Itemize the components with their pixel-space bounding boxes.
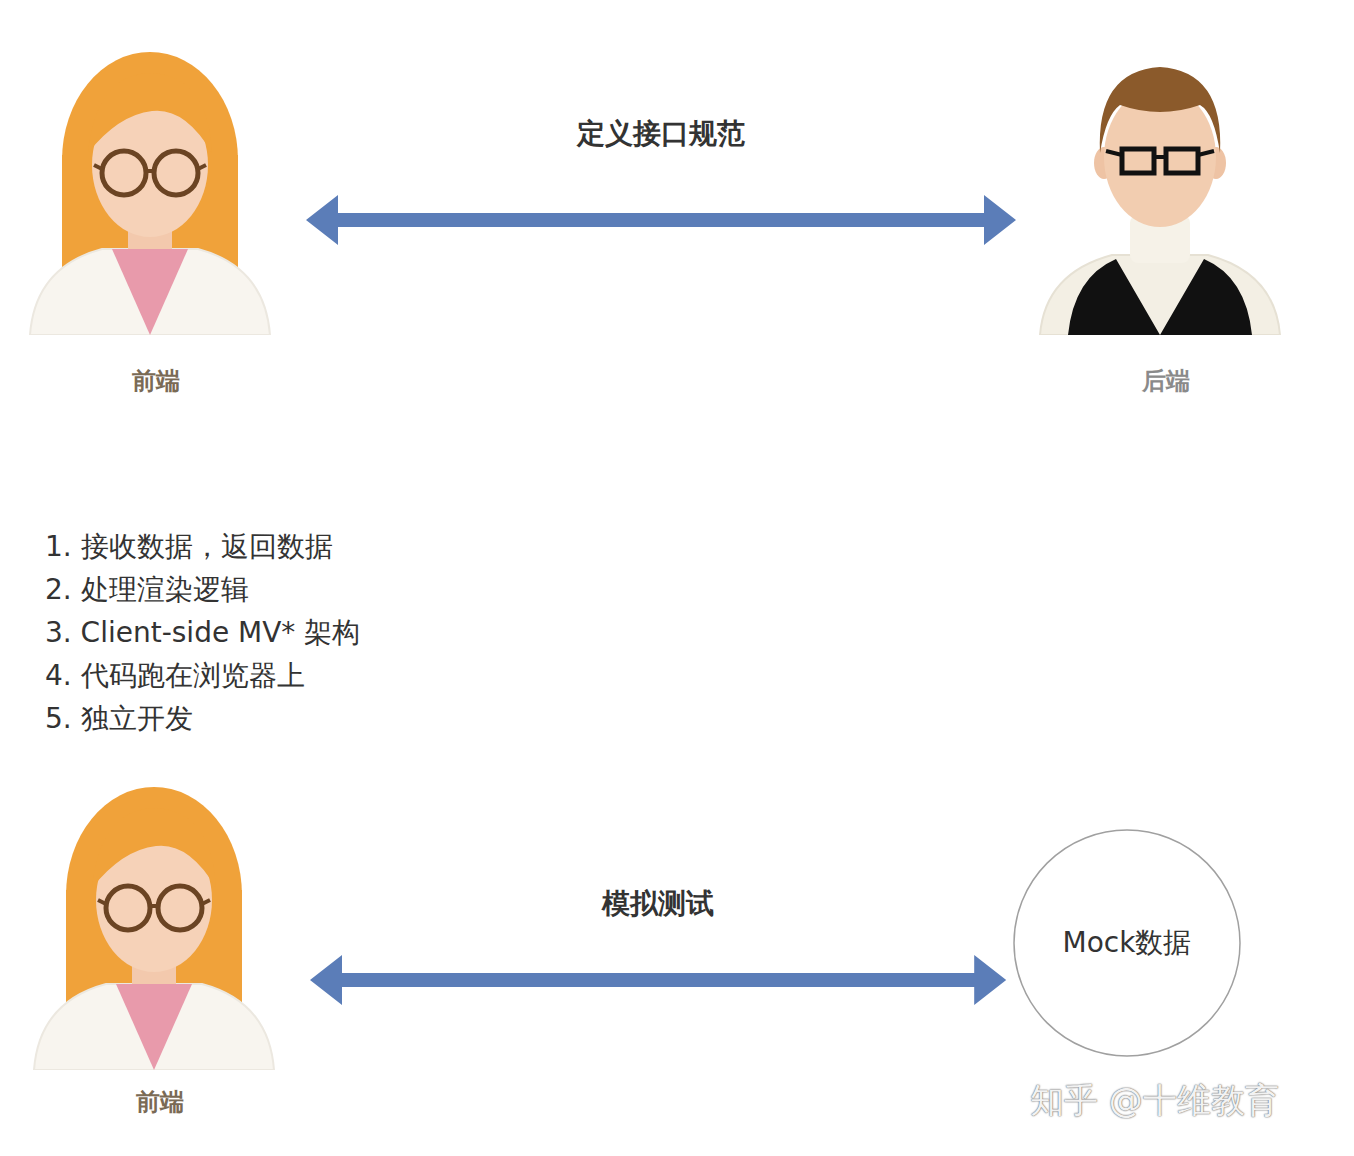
- person-figure: [1030, 35, 1290, 335]
- figure-part: [1122, 149, 1154, 173]
- figure-part: [112, 249, 188, 335]
- edge-label: 模拟测试: [596, 885, 720, 923]
- circle-label: Mock数据: [1012, 924, 1242, 962]
- watermark: 知乎 @十维教育: [1030, 1078, 1279, 1124]
- double-arrow: [310, 955, 1006, 1005]
- figure-part: [116, 984, 192, 1070]
- list-item: 3. Client-side MV* 架构: [45, 614, 360, 652]
- role-label: 前端: [20, 365, 292, 397]
- person-node: 后端: [1030, 35, 1302, 410]
- figure-part: [158, 886, 202, 930]
- figure-part: [198, 165, 206, 169]
- role-label: 后端: [1030, 365, 1302, 397]
- figure-part: [146, 169, 154, 173]
- person-figure: [20, 35, 280, 335]
- figure-part: [1166, 149, 1198, 173]
- figure-part: [88, 73, 212, 153]
- double-arrow: [306, 195, 1016, 245]
- person-figure: [24, 770, 284, 1070]
- figure-part: [1106, 151, 1122, 155]
- figure-part: [30, 249, 270, 335]
- list-item: 1. 接收数据，返回数据: [45, 528, 333, 566]
- figure-part: [150, 904, 158, 908]
- figure-part: [202, 900, 210, 904]
- figure-part: [98, 900, 106, 904]
- figure-part: [1198, 151, 1214, 155]
- figure-part: [102, 151, 146, 195]
- person-node: 前端: [24, 770, 296, 1130]
- figure-part: [34, 984, 274, 1070]
- figure-part: [154, 151, 198, 195]
- person-node: 前端: [20, 35, 292, 410]
- figure-part: [1154, 155, 1166, 159]
- edge-label: 定义接口规范: [571, 115, 751, 153]
- role-label: 前端: [24, 1086, 296, 1118]
- list-item: 2. 处理渲染逻辑: [45, 571, 249, 609]
- figure-part: [106, 886, 150, 930]
- figure-part: [1068, 259, 1252, 335]
- list-item: 5. 独立开发: [45, 700, 193, 738]
- figure-part: [92, 808, 216, 888]
- list-item: 4. 代码跑在浏览器上: [45, 657, 305, 695]
- figure-part: [1100, 67, 1220, 153]
- mock-circle: Mock数据: [1012, 828, 1242, 1058]
- figure-part: [94, 165, 102, 169]
- figure-part: [1040, 255, 1280, 335]
